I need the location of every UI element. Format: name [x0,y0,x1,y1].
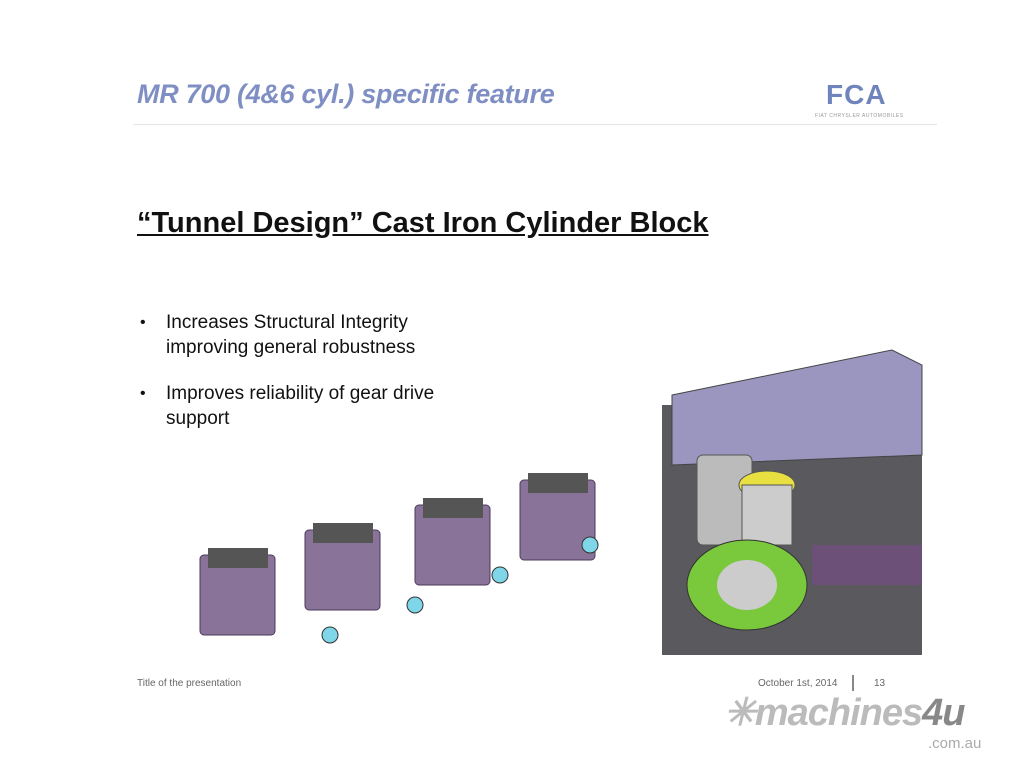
bullet-list: Increases Structural Integrity improving… [140,310,480,452]
snowflake-icon: ✳ [724,692,756,734]
header-title: MR 700 (4&6 cyl.) specific feature [137,79,555,109]
fca-logo: FCA [826,79,887,110]
watermark-domain: .com.au [928,735,982,752]
engine-cutaway-image [662,349,923,655]
watermark-brand: machines [754,692,923,734]
fca-logo-subtitle: FIAT CHRYSLER AUTOMOBILES [815,113,904,119]
footer-presentation-title: Title of the presentation [137,678,242,689]
footer-separator [852,675,854,691]
page-number: 13 [874,678,886,689]
slide-title: “Tunnel Design” Cast Iron Cylinder Block [137,207,709,239]
bullet-item: Improves reliability of gear drive suppo… [140,381,480,431]
watermark-brand-num: 4u [922,692,965,734]
bullet-item: Increases Structural Integrity improving… [140,310,480,360]
footer-date: October 1st, 2014 [758,678,838,689]
small-engines-image [199,473,599,644]
watermark-logo: ✳machines4u [724,692,966,734]
header-divider [133,124,937,125]
